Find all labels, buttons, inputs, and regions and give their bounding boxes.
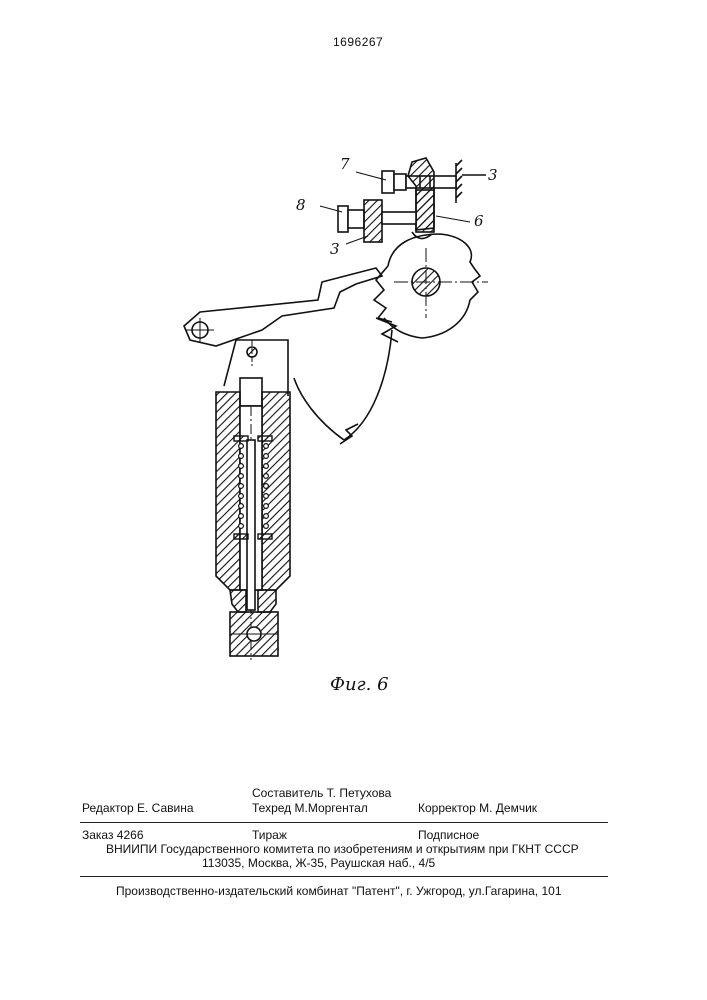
label-3-top: 3 <box>488 166 498 184</box>
label-6: 6 <box>474 212 484 230</box>
techred: Техред М.Моргентал <box>252 801 368 815</box>
frame-wall <box>456 160 486 203</box>
figure-caption: Фиг. 6 <box>330 674 389 695</box>
subscription: Подписное <box>418 828 479 842</box>
compiler: Составитель Т. Петухова <box>252 786 391 800</box>
lever-arm <box>184 268 382 346</box>
curved-arm <box>294 318 398 444</box>
editor: Редактор Е. Савина <box>82 801 194 815</box>
address: 113035, Москва, Ж-35, Раушская наб., 4/5 <box>202 856 435 870</box>
label-7: 7 <box>340 155 350 173</box>
institute: ВНИИПИ Государственного комитета по изоб… <box>106 842 579 856</box>
divider <box>80 822 608 823</box>
label-8: 8 <box>296 196 306 214</box>
divider <box>80 876 608 877</box>
circulation: Тираж <box>252 828 287 842</box>
corrector: Корректор М. Демчик <box>418 801 537 815</box>
label-3-mid: 3 <box>330 240 340 258</box>
screw-8 <box>338 200 416 242</box>
order: Заказ 4266 <box>82 828 144 842</box>
shaft <box>394 248 488 318</box>
publisher: Производственно-издательский комбинат "П… <box>116 884 562 898</box>
